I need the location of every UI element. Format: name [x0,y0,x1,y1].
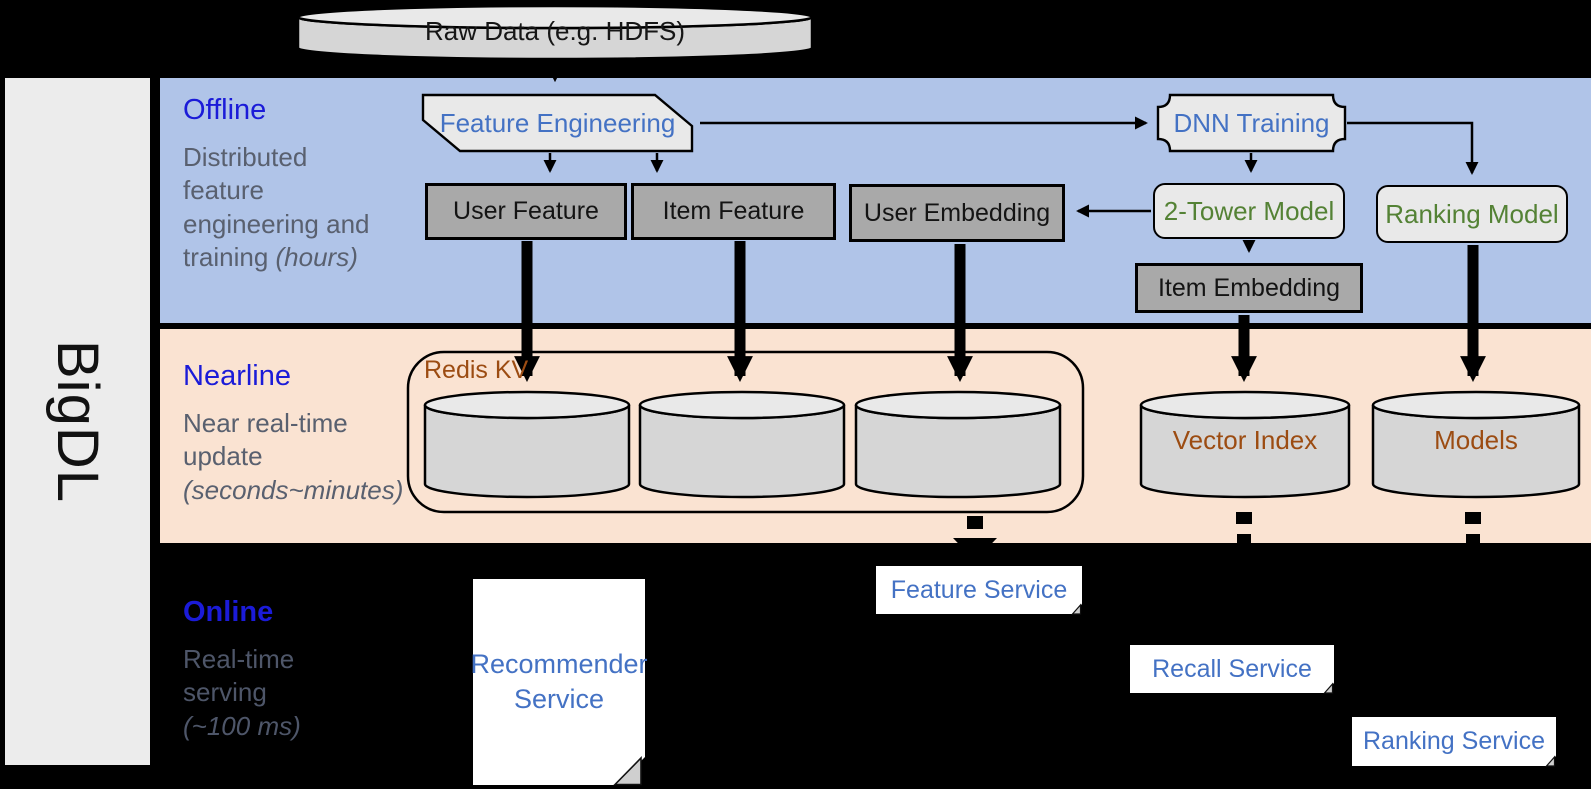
recall-service-label: Recall Service [1152,654,1312,683]
dashed-arrow-redis-to-feature-service [953,516,997,561]
models-label: Models [1434,424,1518,455]
ranking-model-label: Ranking Model [1385,198,1559,229]
feature-service-node: Feature Service [876,566,1083,615]
raw-data-cylinder [296,4,814,61]
item-embedding-node: Item Embedding [1135,263,1363,313]
dnn-training-node: DNN Training [1173,107,1330,138]
ranking-service-label: Ranking Service [1362,727,1546,755]
vector-index-label: Vector Index [1172,424,1318,455]
folded-corner-icon [1323,682,1335,694]
feature-engineering-node: Feature Engineering [439,107,676,138]
user-feature-node: User Feature [425,183,627,240]
bigdl-sidebar: BigDL [5,78,150,765]
nearline-sub-text: Near real-time update [183,408,348,472]
ranking-service-node: Ranking Service [1352,717,1557,767]
redis-cylinder-1 [423,390,631,499]
user-feature-label: User Feature [453,197,599,225]
raw-data-label: Raw Data (e.g. HDFS) [424,15,686,46]
folded-corner-icon [1071,603,1083,615]
user-embedding-node: User Embedding [849,184,1065,242]
feature-service-label: Feature Service [890,575,1068,604]
item-feature-node: Item Feature [631,183,836,240]
nearline-band-sublabel: Near real-time update(seconds~minutes) [183,407,403,507]
offline-sub-italic: (hours) [275,241,358,272]
online-band-labels: Online Real-time serving(~100 ms) [183,596,301,743]
offline-band-title: Offline [183,94,267,126]
user-embedding-label: User Embedding [863,198,1051,227]
nearline-band-title: Nearline [183,360,291,392]
redis-cylinder-3 [854,390,1062,499]
models-cylinder [1371,390,1581,499]
folded-corner-icon [613,756,646,786]
dashed-connector-models-to-ranking-service [1465,512,1481,549]
offline-sub-tail: training [183,241,276,272]
item-embedding-label: Item Embedding [1157,273,1341,302]
online-sub-italic: (~100 ms) [183,710,301,741]
recommender-service-label: Recommender Service [470,648,648,714]
online-band-title: Online [183,596,274,628]
folded-corner-icon [1545,755,1557,767]
feature-engineering-shape [421,93,694,153]
offline-sub-lastline: training (hours) [183,241,370,274]
dnn-training-shape [1156,93,1347,153]
arrow-dnn-training-to-ranking-model [1347,121,1479,175]
recommender-service-node: Recommender Service [470,579,648,786]
offline-band-labels: Offline Distributed feature engineering … [183,94,370,274]
two-tower-model-node: 2-Tower Model [1153,183,1345,239]
nearline-band-labels: Nearline Near real-time update(seconds~m… [183,360,403,507]
redis-cylinder-2 [638,390,846,499]
item-feature-label: Item Feature [662,197,805,225]
two-tower-model-label: 2-Tower Model [1163,195,1335,226]
nearline-sub-italic: (seconds~minutes) [183,474,404,505]
online-sub-text: Real-time serving [183,644,295,708]
vector-index-cylinder [1139,390,1351,499]
offline-sub-text: Distributed feature engineering and [183,142,370,239]
recall-service-node: Recall Service [1130,645,1335,694]
online-band-sublabel: Real-time serving(~100 ms) [183,643,301,743]
bigdl-brand-label: BigDL [45,340,110,503]
dashed-connector-vector-index-to-recall-service [1236,512,1252,549]
redis-kv-label: Redis KV [424,356,529,384]
ranking-model-node: Ranking Model [1376,185,1568,243]
